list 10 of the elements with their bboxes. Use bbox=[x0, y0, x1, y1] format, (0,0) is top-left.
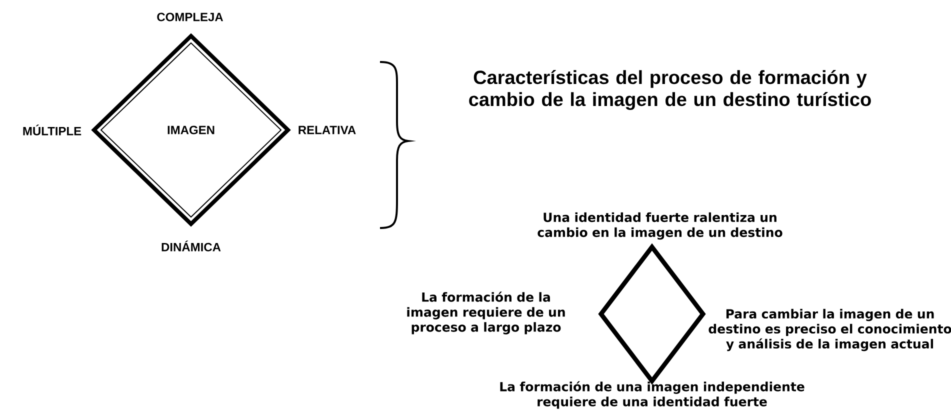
corner-label: La formación de la imagen requiere de un proceso a largo plazo bbox=[407, 292, 565, 334]
title: Características del proceso de formación y cambio de la imagen de un destino turístico bbox=[469, 70, 871, 110]
corner-label: DINÁMICA bbox=[162, 240, 221, 252]
corner-label: Para cambiar la imagen de un destino es preciso el conocimiento y análisis de la imagen actual bbox=[708, 308, 951, 352]
corner-label: COMPLEJA bbox=[157, 12, 224, 22]
corner-label: RELATIVA bbox=[298, 126, 356, 134]
corner-label: La formación de una imagen independiente requiere de una identidad fuerte bbox=[500, 381, 804, 409]
node-label: IMAGEN bbox=[168, 126, 214, 134]
corner-label: MÚLTIPLE bbox=[23, 124, 82, 136]
corner-label: Una identidad fuerte ralentiza un cambio en la imagen de un destino bbox=[538, 212, 782, 240]
